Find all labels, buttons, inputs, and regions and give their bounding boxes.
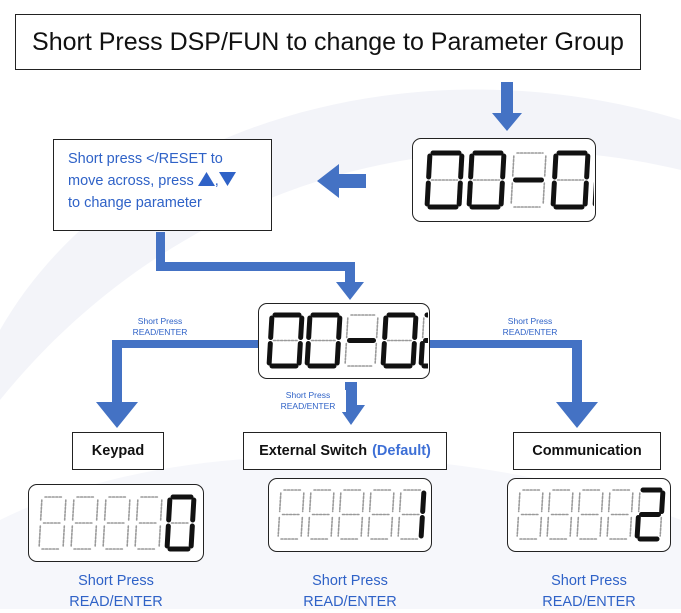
param-display (258, 303, 457, 379)
arrow-instruction-to-param (156, 232, 364, 300)
lcd-digit-8 (277, 489, 305, 540)
external-option-label: External Switch (259, 443, 368, 459)
keypad-bottom-label: Short Press READ/ENTER (46, 571, 186, 613)
keypad-bottom-line-1: Short Press (78, 573, 154, 589)
label-center-line-2: READ/ENTER (280, 401, 336, 411)
arrow-group-to-instruction (317, 164, 366, 198)
keypad-display (28, 484, 204, 562)
instruction-box: Short press </RESET to move across, pres… (53, 139, 272, 231)
lcd-digit-0 (424, 150, 465, 210)
external-option-box: External Switch (Default) (243, 432, 447, 470)
communication-display-digits (516, 487, 666, 542)
lcd-digit-8 (38, 496, 67, 550)
lcd-digit-8 (516, 489, 544, 540)
lcd-digit-0 (266, 312, 305, 369)
instruction-line-1: Short press </RESET to (68, 151, 223, 167)
external-display-digits (277, 489, 427, 540)
arrow-param-to-keypad (96, 340, 258, 428)
keypad-option-box: Keypad (72, 432, 164, 470)
label-left-line-2: READ/ENTER (132, 327, 188, 337)
lcd-digit-8 (307, 489, 335, 540)
arrow-param-to-external (337, 382, 365, 425)
label-center-short-press: Short Press READ/ENTER (270, 390, 346, 412)
down-triangle-icon (218, 172, 236, 186)
lcd-digit-8 (134, 496, 163, 550)
lcd-digit-8 (576, 489, 604, 540)
instruction-line-3: to change parameter (68, 195, 202, 211)
external-default-tag: (Default) (372, 443, 431, 459)
lcd-digit-8 (546, 489, 574, 540)
communication-bottom-line-1: Short Press (551, 573, 627, 589)
label-right-line-2: READ/ENTER (502, 327, 558, 337)
instruction-line-2-text: move across, press (68, 173, 194, 189)
lcd-digit-0 (304, 312, 343, 369)
communication-option-label: Communication (532, 443, 642, 459)
label-left-line-1: Short Press (137, 316, 183, 326)
lcd-digit-dash (344, 314, 379, 367)
lcd-digit-8 (102, 496, 131, 550)
external-bottom-label: Short Press READ/ENTER (280, 571, 420, 613)
instruction-comma: , (214, 173, 219, 189)
lcd-digit-0 (550, 150, 591, 210)
lcd-digit-0 (466, 150, 507, 210)
communication-display (507, 478, 671, 552)
keypad-display-digits (38, 494, 197, 552)
lcd-digit-0 (164, 494, 197, 552)
up-triangle-icon (197, 172, 215, 186)
lcd-digit-8 (70, 496, 99, 550)
communication-bottom-line-2: READ/ENTER (542, 594, 636, 610)
label-right-line-1: Short Press (507, 316, 553, 326)
keypad-option-label: Keypad (91, 443, 145, 459)
communication-option-box: Communication (513, 432, 661, 470)
external-display (268, 478, 432, 552)
lcd-digit-8 (606, 489, 634, 540)
label-center-line-1: Short Press (285, 390, 331, 400)
title-text: Short Press DSP/FUN to change to Paramet… (32, 27, 624, 56)
title-box: Short Press DSP/FUN to change to Paramet… (15, 14, 641, 70)
group-display (412, 138, 633, 222)
instruction-line-2: move across, press , (68, 170, 261, 192)
lcd-digit-8 (337, 489, 365, 540)
arrow-param-to-communication (430, 340, 598, 428)
lcd-digit-1 (397, 489, 427, 540)
label-right-short-press: Short Press READ/ENTER (490, 316, 570, 338)
label-left-short-press: Short Press READ/ENTER (116, 316, 204, 338)
arrow-title-to-group (492, 82, 522, 131)
keypad-bottom-line-2: READ/ENTER (69, 594, 163, 610)
lcd-digit-0 (380, 312, 419, 369)
external-bottom-line-2: READ/ENTER (303, 594, 397, 610)
external-bottom-line-1: Short Press (312, 573, 388, 589)
lcd-digit-2 (634, 487, 666, 542)
lcd-digit-dash (510, 152, 547, 208)
communication-bottom-label: Short Press READ/ENTER (519, 571, 659, 613)
lcd-digit-8 (367, 489, 395, 540)
